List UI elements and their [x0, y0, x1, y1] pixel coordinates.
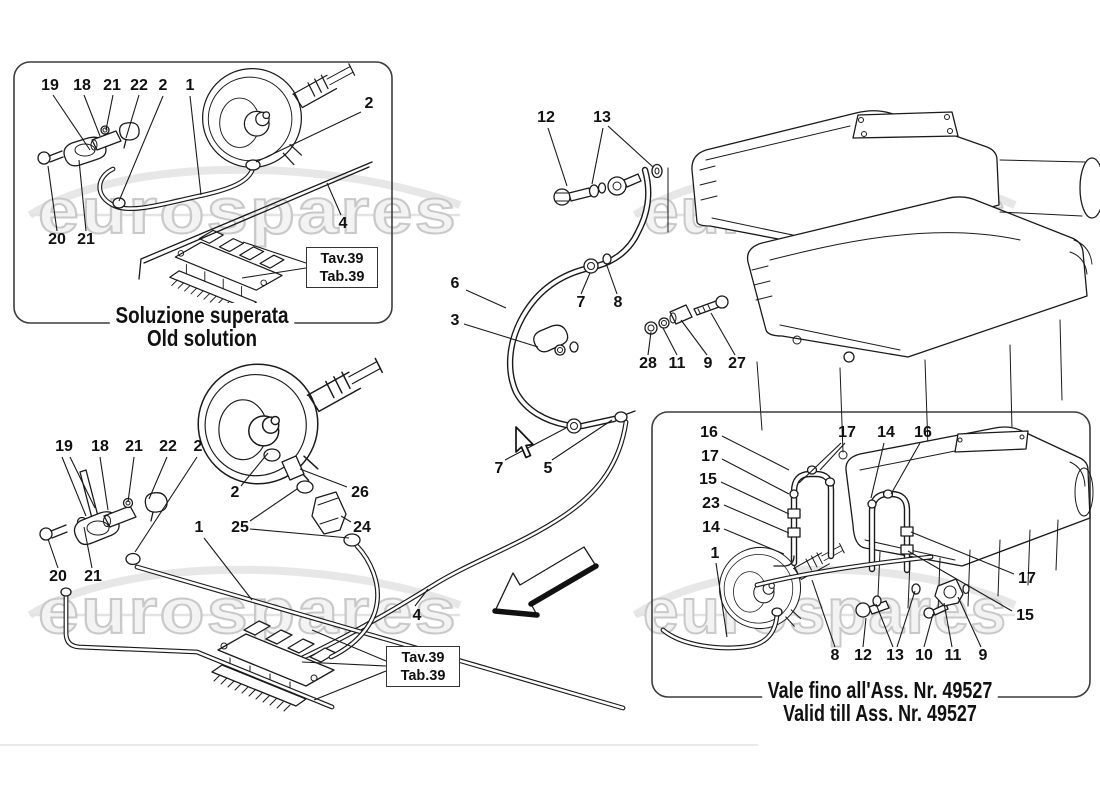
- callout-15: 15: [1016, 607, 1034, 624]
- callout-6: 6: [450, 275, 460, 292]
- callout-11: 11: [668, 355, 686, 372]
- callout-9: 9: [978, 647, 988, 664]
- ref-box-top: Tav.39 Tab.39: [306, 247, 378, 288]
- ref-line-1: Tav.39: [401, 650, 445, 666]
- callout-1: 1: [710, 545, 720, 562]
- callout-2: 2: [158, 77, 168, 94]
- callout-26: 26: [351, 484, 369, 501]
- callout-10: 10: [915, 647, 933, 664]
- callout-16: 16: [914, 424, 932, 441]
- callout-23: 23: [702, 495, 720, 512]
- callout-1: 1: [194, 519, 204, 536]
- callout-8: 8: [613, 294, 623, 311]
- callout-15: 15: [699, 471, 717, 488]
- caption-english: Old solution: [146, 325, 258, 351]
- callout-20: 20: [49, 568, 67, 585]
- callout-28: 28: [639, 355, 657, 372]
- mouse-cursor: [515, 426, 534, 459]
- callout-17: 17: [1018, 570, 1036, 587]
- valid-till-drawing: [660, 426, 1094, 651]
- callout-4: 4: [412, 607, 422, 624]
- callout-4: 4: [338, 215, 348, 232]
- callout-14: 14: [877, 424, 895, 441]
- callout-14: 14: [702, 519, 720, 536]
- direction-arrow: [492, 546, 599, 618]
- callout-12: 12: [854, 647, 872, 664]
- callout-7: 7: [576, 294, 586, 311]
- callout-17: 17: [838, 424, 856, 441]
- leader-lines: [47, 94, 1015, 701]
- callout-13: 13: [593, 109, 611, 126]
- ref-box-bottom: Tav.39 Tab.39: [386, 646, 460, 687]
- callout-18: 18: [73, 77, 91, 94]
- callout-7: 7: [494, 460, 504, 477]
- caption-italian: Vale fino all'Ass. Nr. 49527: [767, 677, 993, 703]
- brake-booster-drawing: [201, 63, 356, 169]
- callout-8: 8: [830, 647, 840, 664]
- callout-1: 1: [185, 77, 195, 94]
- engine-drawing: [691, 110, 1100, 460]
- valid-till-caption: Vale fino all'Ass. Nr. 49527 Valid till …: [762, 678, 998, 726]
- callout-22: 22: [159, 438, 177, 455]
- callout-2: 2: [230, 484, 240, 501]
- caption-italian: Soluzione superata: [115, 302, 289, 328]
- callout-18: 18: [91, 438, 109, 455]
- callout-13: 13: [886, 647, 904, 664]
- callout-21: 21: [103, 77, 121, 94]
- callout-21: 21: [84, 568, 102, 585]
- callout-2: 2: [193, 438, 203, 455]
- callout-25: 25: [231, 519, 249, 536]
- callout-16: 16: [700, 424, 718, 441]
- callout-9: 9: [703, 355, 713, 372]
- new-solution-left-drawing: [39, 357, 626, 712]
- callout-12: 12: [537, 109, 555, 126]
- old-solution-drawing: [37, 63, 373, 314]
- caption-english: Valid till Ass. Nr. 49527: [783, 700, 977, 726]
- callout-2: 2: [364, 95, 374, 112]
- ref-line-1: Tav.39: [320, 251, 364, 267]
- callout-3: 3: [450, 312, 460, 329]
- callout-19: 19: [55, 438, 73, 455]
- svg-text:eurospares: eurospares: [38, 175, 458, 247]
- callout-20: 20: [48, 231, 66, 248]
- callout-21: 21: [125, 438, 143, 455]
- callout-17: 17: [701, 448, 719, 465]
- old-solution-caption: Soluzione superata Old solution: [109, 302, 295, 351]
- callout-27: 27: [728, 355, 746, 372]
- callout-19: 19: [41, 77, 59, 94]
- ref-line-2: Tab.39: [400, 668, 446, 684]
- watermark: eurospares: [632, 565, 1017, 648]
- watermark: eurospares: [27, 165, 462, 248]
- callout-21: 21: [77, 231, 95, 248]
- callout-5: 5: [543, 460, 553, 477]
- ref-line-2: Tab.39: [319, 269, 365, 285]
- callout-22: 22: [130, 77, 148, 94]
- callout-11: 11: [944, 647, 962, 664]
- callout-24: 24: [353, 519, 371, 536]
